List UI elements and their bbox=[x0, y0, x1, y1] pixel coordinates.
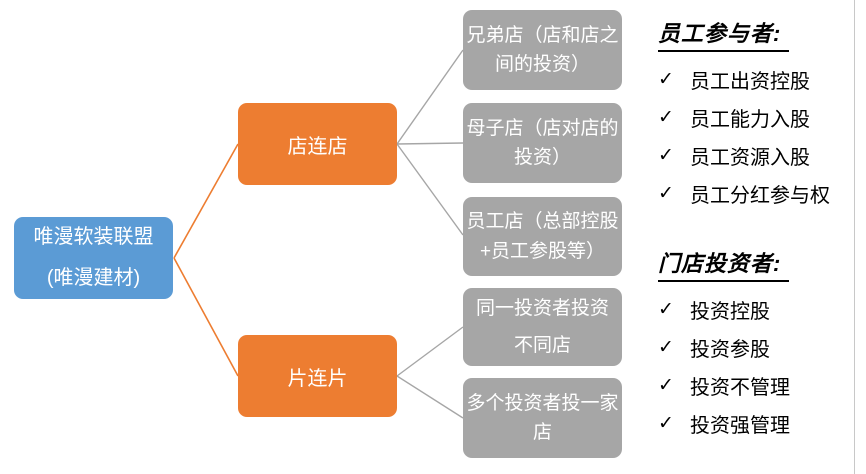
panel-employee-participants: 员工参与者: ✓ 员工出资控股 ✓ 员工能力入股 ✓ 员工资源入股 ✓ 员工分红… bbox=[658, 16, 863, 212]
panel-heading: 门店投资者: bbox=[658, 246, 790, 282]
edge-branch2-leaf5 bbox=[396, 375, 464, 419]
checkmark-icon: ✓ bbox=[658, 412, 674, 434]
list-item-label: 员工能力入股 bbox=[690, 108, 810, 131]
checkmark-icon: ✓ bbox=[658, 68, 674, 90]
node-leaf-multi-investor: 多个投资者投一家 店 bbox=[463, 378, 622, 458]
list-item-label: 员工资源入股 bbox=[690, 146, 810, 169]
node-branch-area-to-area: 片连片 bbox=[238, 335, 397, 417]
right-border-line bbox=[854, 0, 855, 474]
edge-branch2-leaf4 bbox=[396, 326, 464, 377]
edge-branch1-leaf3 bbox=[396, 143, 464, 236]
list-item: ✓ 员工资源入股 bbox=[658, 136, 863, 174]
node-leaf-mother-child-store: 母子店（店对店的 投资） bbox=[463, 103, 622, 183]
node-leaf-same-investor: 同一投资者投资 不同店 bbox=[463, 288, 622, 366]
node-root: 唯漫软装联盟 (唯漫建材) bbox=[14, 217, 173, 299]
panel-store-investors: 门店投资者: ✓ 投资控股 ✓ 投资参股 ✓ 投资不管理 ✓ 投资强管理 bbox=[658, 246, 863, 442]
list-item: ✓ 投资强管理 bbox=[658, 404, 863, 442]
list-item-label: 员工出资控股 bbox=[690, 70, 810, 93]
checkmark-icon: ✓ bbox=[658, 374, 674, 396]
checkmark-icon: ✓ bbox=[658, 106, 674, 128]
list-item: ✓ 员工能力入股 bbox=[658, 98, 863, 136]
edge-branch1-leaf1 bbox=[396, 49, 464, 145]
node-branch-store-to-store: 店连店 bbox=[238, 103, 397, 185]
list-item: ✓ 员工分红参与权 bbox=[658, 174, 863, 212]
edge-root-branch2 bbox=[173, 257, 239, 377]
panel-heading: 员工参与者: bbox=[658, 16, 790, 52]
list-item-label: 投资参股 bbox=[690, 338, 770, 361]
checkmark-icon: ✓ bbox=[658, 182, 674, 204]
list-item-label: 投资不管理 bbox=[690, 376, 790, 399]
node-leaf-brother-store: 兄弟店（店和店之 间的投资） bbox=[463, 10, 622, 90]
list-item-label: 投资强管理 bbox=[690, 414, 790, 437]
list-item: ✓ 投资不管理 bbox=[658, 366, 863, 404]
edge-root-branch1 bbox=[173, 143, 239, 259]
list-item-label: 员工分红参与权 bbox=[690, 184, 830, 207]
list-item: ✓ 投资控股 bbox=[658, 290, 863, 328]
edge-branch1-leaf2 bbox=[396, 142, 464, 145]
checkmark-icon: ✓ bbox=[658, 336, 674, 358]
list-item-label: 投资控股 bbox=[690, 300, 770, 323]
checkmark-icon: ✓ bbox=[658, 144, 674, 166]
list-item: ✓ 员工出资控股 bbox=[658, 60, 863, 98]
node-leaf-employee-store: 员工店（总部控股 +员工参股等） bbox=[463, 197, 622, 276]
list-item: ✓ 投资参股 bbox=[658, 328, 863, 366]
checkmark-icon: ✓ bbox=[658, 298, 674, 320]
